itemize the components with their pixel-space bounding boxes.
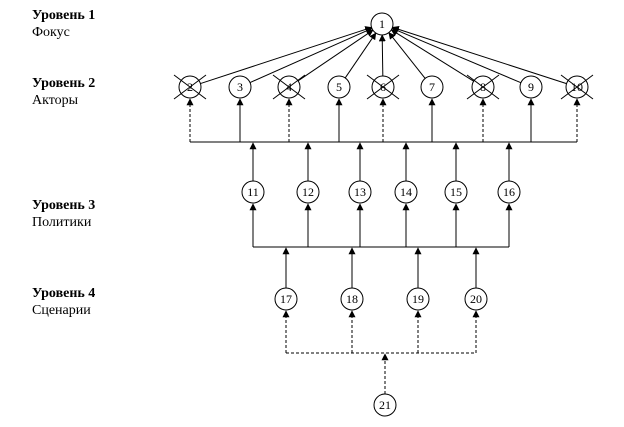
node-label: 11 bbox=[247, 185, 259, 199]
node-2: 2 bbox=[173, 74, 207, 100]
level-4-subtitle: Сценарии bbox=[32, 303, 91, 318]
diagram-edges bbox=[186, 25, 581, 394]
node-circle bbox=[406, 287, 430, 311]
level-2-subtitle: Акторы bbox=[32, 93, 79, 108]
node-circle bbox=[394, 180, 418, 204]
node-16: 16 bbox=[497, 180, 521, 204]
node-label: 16 bbox=[503, 185, 515, 199]
level-3-subtitle: Политики bbox=[32, 215, 92, 230]
level-4-label: Уровень 4 Сценарии bbox=[32, 285, 95, 319]
node-18: 18 bbox=[340, 287, 364, 311]
node-circle bbox=[274, 287, 298, 311]
node-circle bbox=[373, 393, 397, 417]
node-circle bbox=[327, 75, 351, 99]
cross-mark bbox=[466, 74, 500, 100]
edge-actor-to-focus bbox=[249, 27, 373, 83]
node-circle bbox=[348, 180, 372, 204]
node-label: 19 bbox=[412, 292, 424, 306]
level-4-title: Уровень 4 bbox=[32, 286, 96, 301]
node-circle bbox=[296, 180, 320, 204]
node-label: 5 bbox=[336, 80, 342, 94]
node-circle bbox=[464, 287, 488, 311]
node-11: 11 bbox=[241, 180, 265, 204]
node-circle bbox=[444, 180, 468, 204]
node-14: 14 bbox=[394, 180, 418, 204]
node-circle bbox=[420, 75, 444, 99]
node-10: 10 bbox=[560, 74, 594, 100]
edge-actor-to-focus bbox=[388, 32, 426, 79]
node-label: 13 bbox=[354, 185, 366, 199]
edge-actor-to-focus bbox=[391, 27, 522, 84]
node-13: 13 bbox=[348, 180, 372, 204]
node-4: 4 bbox=[272, 74, 306, 100]
node-label: 18 bbox=[346, 292, 358, 306]
node-6: 6 bbox=[366, 74, 400, 100]
node-label: 15 bbox=[450, 185, 462, 199]
edge-actor-to-focus bbox=[390, 29, 474, 82]
cross-mark bbox=[366, 74, 400, 100]
level-3-title: Уровень 3 bbox=[32, 198, 96, 213]
edge-actor-to-focus bbox=[200, 26, 373, 85]
node-label: 7 bbox=[429, 80, 435, 94]
edge-actor-to-focus bbox=[391, 25, 567, 85]
diagram-nodes: 123456789101112131415161718192021 bbox=[173, 12, 594, 417]
level-3-label: Уровень 3 Политики bbox=[32, 197, 95, 231]
node-3: 3 bbox=[228, 75, 252, 99]
node-label: 17 bbox=[280, 292, 292, 306]
node-circle bbox=[370, 12, 394, 36]
level-1-subtitle: Фокус bbox=[32, 25, 70, 40]
node-label: 9 bbox=[528, 80, 534, 94]
level-1-label: Уровень 1 Фокус bbox=[32, 7, 95, 41]
node-12: 12 bbox=[296, 180, 320, 204]
node-circle bbox=[228, 75, 252, 99]
node-label: 1 bbox=[379, 17, 385, 31]
cross-mark bbox=[173, 74, 207, 100]
edge-actor-to-focus bbox=[378, 34, 386, 77]
node-label: 3 bbox=[237, 80, 243, 94]
node-label: 14 bbox=[400, 185, 412, 199]
node-20: 20 bbox=[464, 287, 488, 311]
node-17: 17 bbox=[274, 287, 298, 311]
node-15: 15 bbox=[444, 180, 468, 204]
level-2-label: Уровень 2 Акторы bbox=[32, 75, 95, 109]
edge-actor-to-focus bbox=[297, 29, 374, 82]
node-9: 9 bbox=[519, 75, 543, 99]
cross-mark bbox=[560, 74, 594, 100]
node-label: 12 bbox=[302, 185, 314, 199]
node-label: 21 bbox=[379, 398, 391, 412]
node-5: 5 bbox=[327, 75, 351, 99]
edge-actor-to-focus bbox=[344, 32, 377, 79]
node-label: 20 bbox=[470, 292, 482, 306]
node-circle bbox=[519, 75, 543, 99]
node-19: 19 bbox=[406, 287, 430, 311]
node-circle bbox=[497, 180, 521, 204]
cross-mark bbox=[272, 74, 306, 100]
node-1: 1 bbox=[370, 12, 394, 36]
level-1-title: Уровень 1 bbox=[32, 8, 96, 23]
node-circle bbox=[340, 287, 364, 311]
node-circle bbox=[241, 180, 265, 204]
node-21: 21 bbox=[373, 393, 397, 417]
node-7: 7 bbox=[420, 75, 444, 99]
level-2-title: Уровень 2 bbox=[32, 76, 96, 91]
node-8: 8 bbox=[466, 74, 500, 100]
